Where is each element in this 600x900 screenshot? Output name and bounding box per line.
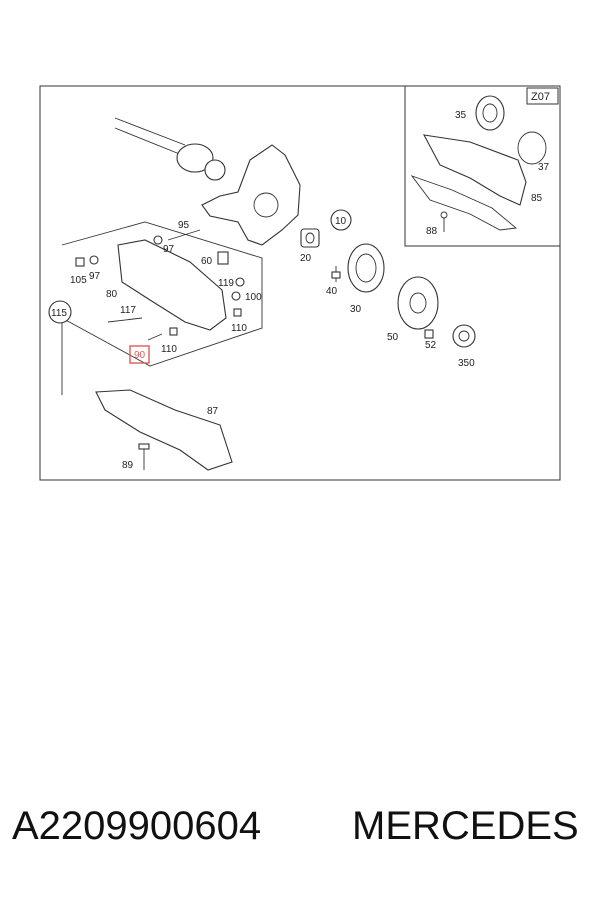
label-100: 100 [245,292,262,303]
label-40: 40 [326,286,338,297]
washer-97b-part [153,235,163,245]
label-110b: 110 [161,344,177,355]
label-60: 60 [201,256,213,267]
label-52: 52 [425,340,437,351]
label-119: 119 [218,278,234,289]
label-30: 30 [350,304,362,315]
circlip-part [517,131,547,165]
label-10: 10 [335,216,347,227]
label-35: 35 [455,110,467,121]
bolt-90-part [147,333,163,341]
collar-nut-part [452,324,476,348]
label-80: 80 [106,289,118,300]
label-105: 105 [70,275,87,286]
bushing-part [300,228,320,248]
nut-105-part [75,257,85,267]
inset-bolt-part [440,211,448,232]
inset-shield-part [410,175,518,231]
label-88: 88 [426,226,438,237]
label-97a: 97 [163,244,175,255]
exploded-parts-diagram: Z07 35 37 85 88 [39,85,561,481]
wheel-bearing-part [347,243,385,293]
product-caption: A2209900604 MERCEDES [0,800,600,860]
label-89: 89 [122,460,134,471]
label-117: 117 [120,305,136,316]
label-97b: 97 [89,271,101,282]
inset-arm-part [422,134,527,206]
clip-60-part [217,251,229,265]
label-20: 20 [300,253,312,264]
inset-code: Z07 [531,91,550,103]
highlighted-part-box [129,345,150,364]
drive-shaft-part [114,117,226,181]
washer-100-part [231,291,241,301]
hub-part [397,276,439,330]
subassembly-bracket [61,221,263,395]
brand-name: MERCEDES [352,804,579,848]
label-110a: 110 [231,323,247,334]
callout-115: 115 [48,300,72,324]
bolt-95-part [167,229,201,241]
label-115: 115 [51,308,67,319]
underbody-shield-part [95,389,233,471]
nut-52-part [424,329,434,339]
washer-97-part [89,255,99,265]
label-350: 350 [458,358,475,369]
washer-119-part [235,277,245,287]
label-90: 90 [134,350,146,361]
callout-10: 10 [330,209,352,231]
control-arm-part [117,239,227,331]
bolt-89-part [138,443,150,470]
bearing-part [475,95,505,131]
label-50: 50 [387,332,399,343]
bolt-40-part [331,266,341,282]
nut-110b-part [169,327,178,336]
label-95: 95 [178,220,190,231]
label-37: 37 [538,162,550,173]
inset-panel: Z07 35 37 85 88 [404,85,561,247]
inset-code-box [526,87,559,105]
label-87: 87 [207,406,219,417]
knuckle-part [201,144,301,246]
bolt-117-part [107,317,143,323]
part-number: A2209900604 [12,804,262,848]
nut-110a-part [233,308,242,317]
label-85: 85 [531,193,543,204]
